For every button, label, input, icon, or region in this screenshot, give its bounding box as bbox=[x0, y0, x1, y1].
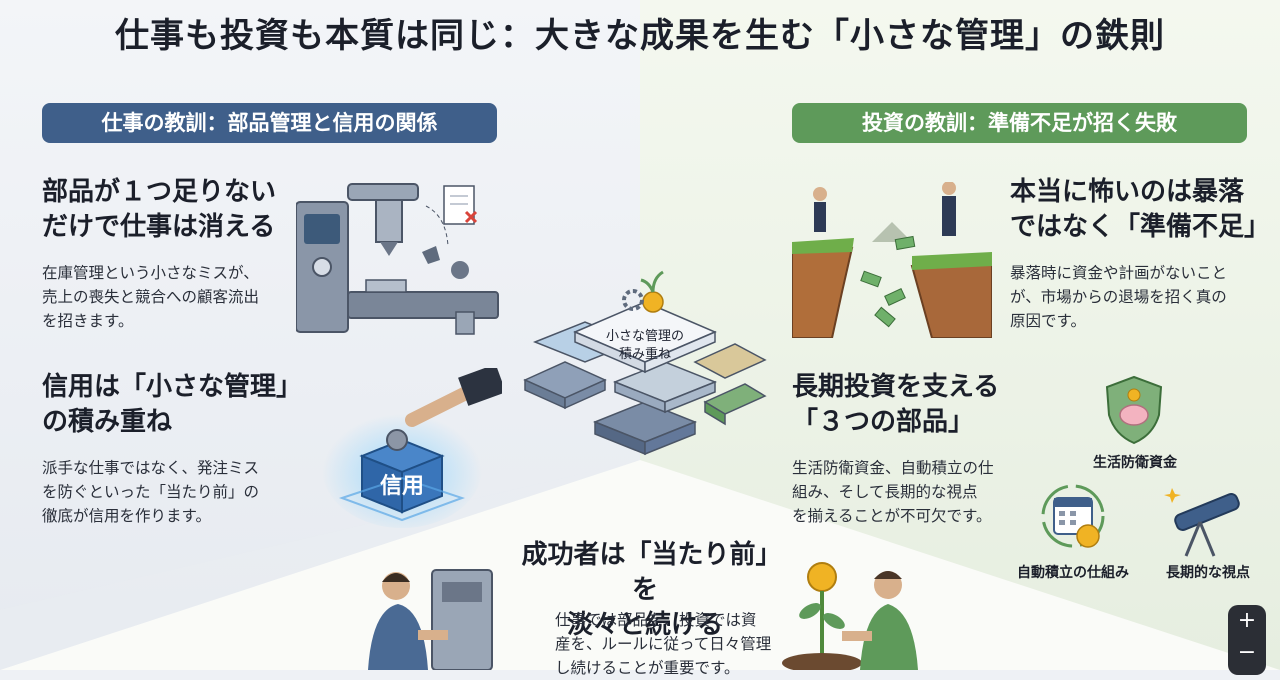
cliff-illustration bbox=[792, 182, 992, 338]
work-section-2-heading-2: の積み重ね bbox=[42, 407, 173, 437]
work-section-2-text-3: 徹底が信用を作ります。 bbox=[42, 507, 211, 525]
investment-section-1-text-3: 原因です。 bbox=[1010, 312, 1086, 330]
investment-section-1-text-2: が、市場からの退場を招く真の bbox=[1010, 288, 1227, 306]
work-lesson-banner: 仕事の教訓：部品管理と信用の関係 bbox=[42, 103, 497, 143]
calendar-icon-label: 自動積立の仕組み bbox=[1017, 565, 1129, 581]
work-section-1: 部品が１つ足りない だけで仕事は消える 在庫管理という小さなミスが、 売上の喪失… bbox=[42, 175, 302, 333]
work-section-1-heading-2: だけで仕事は消える bbox=[42, 212, 276, 242]
work-section-2: 信用は「小さな管理」 の積み重ね 派手な仕事ではなく、発注ミス を防ぐといった「… bbox=[42, 370, 312, 528]
investment-section-1-text-1: 暴落時に資金や計画がないこと bbox=[1010, 264, 1228, 282]
calendar-icon bbox=[1041, 484, 1105, 548]
work-section-1-text-3: を招きます。 bbox=[42, 312, 134, 330]
trust-block-illustration bbox=[322, 368, 502, 528]
zoom-controls: + − bbox=[1228, 605, 1266, 675]
bottom-heading-2: 淡々と続ける bbox=[566, 610, 723, 640]
bottom-text-2: 産を、ルールに従って日々管理 bbox=[555, 635, 772, 653]
trust-block-label: 信用 bbox=[379, 474, 424, 499]
zoom-out-button[interactable]: − bbox=[1237, 640, 1257, 665]
work-section-1-heading-1: 部品が１つ足りない bbox=[42, 177, 277, 207]
bottom-text-3: し続けることが重要です。 bbox=[555, 659, 740, 677]
work-section-2-heading-1: 信用は「小さな管理」 bbox=[42, 372, 303, 402]
bottom-section: 成功者は「当たり前」を 淡々と続ける bbox=[520, 538, 770, 643]
telescope-icon-label: 長期的な視点 bbox=[1166, 565, 1250, 581]
investment-section-2-heading-2: 「３つの部品」 bbox=[792, 407, 975, 437]
bottom-heading-1: 成功者は「当たり前」を bbox=[521, 540, 769, 605]
work-section-1-text-2: 売上の喪失と競合への顧客流出 bbox=[42, 288, 260, 306]
work-section-2-text-1: 派手な仕事ではなく、発注ミス bbox=[42, 459, 260, 477]
investment-section-2-text-2: 組み、そして長期的な視点 bbox=[792, 483, 978, 501]
telescope-icon bbox=[1164, 488, 1240, 557]
worker-illustration bbox=[368, 569, 493, 670]
shield-icon-label: 生活防衛資金 bbox=[1093, 455, 1177, 471]
work-section-1-text-1: 在庫管理という小さなミスが、 bbox=[42, 264, 259, 282]
shield-icon bbox=[1105, 375, 1163, 445]
investment-section-1-heading-1: 本当に怖いのは暴落 bbox=[1010, 177, 1245, 207]
investment-section-1-heading-2: ではなく「準備不足」 bbox=[1010, 212, 1271, 242]
center-caption: 小さな管理の 積み重ね bbox=[585, 328, 705, 364]
investment-section-2: 長期投資を支える 「３つの部品」 生活防衛資金、自動積立の仕 組み、そして長期的… bbox=[792, 370, 1027, 528]
stacked-tiles-illustration bbox=[523, 270, 767, 456]
zoom-in-button[interactable]: + bbox=[1237, 608, 1257, 633]
investment-section-2-text-3: を揃えることが不可欠です。 bbox=[792, 507, 992, 525]
work-section-2-text-2: を防ぐといった「当たり前」の bbox=[42, 483, 260, 501]
bottom-text-1: 仕事では部品を、投資では資 bbox=[555, 611, 757, 629]
center-caption-line-2: 積み重ね bbox=[618, 347, 671, 362]
center-caption-line-1: 小さな管理の bbox=[605, 329, 684, 344]
investment-section-1: 本当に怖いのは暴落 ではなく「準備不足」 暴落時に資金や計画がないこと が、市場… bbox=[1010, 175, 1272, 333]
investment-lesson-banner: 投資の教訓：準備不足が招く失敗 bbox=[792, 103, 1247, 143]
investment-section-2-heading-1: 長期投資を支える bbox=[792, 372, 1000, 402]
page-title: 仕事も投資も本質は同じ：大きな成果を生む「小さな管理」の鉄則 bbox=[115, 16, 1165, 56]
bottom-text: 仕事では部品を、投資では資 産を、ルールに従って日々管理 し続けることが重要です… bbox=[555, 608, 775, 680]
investment-section-2-text-1: 生活防衛資金、自動積立の仕 bbox=[792, 459, 994, 477]
factory-machine-illustration bbox=[296, 183, 499, 335]
plant-grower-illustration bbox=[782, 562, 918, 670]
